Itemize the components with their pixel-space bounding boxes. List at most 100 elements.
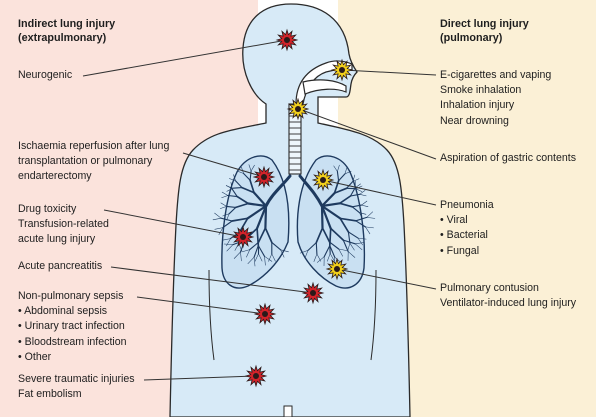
label-line: • Fungal — [440, 244, 480, 257]
bronchus-branch — [355, 188, 363, 192]
label-line: • Bloodstream infection — [18, 335, 127, 348]
bronchus-branch — [253, 244, 259, 258]
label-drug-toxicity: Drug toxicity Transfusion-related acute … — [18, 202, 109, 248]
bronchus-branch — [365, 226, 371, 235]
bronchus-branch — [320, 202, 341, 208]
bronchus-branch — [347, 231, 359, 239]
indirect-heading: Indirect lung injury (extrapulmonary) — [18, 17, 115, 45]
bronchus-branch — [280, 249, 289, 253]
marker-pneumonia — [311, 168, 335, 192]
bronchus-branch — [320, 204, 332, 230]
label-line: • Abdominal sepsis — [18, 305, 108, 318]
bronchus-branch — [317, 256, 325, 263]
label-inhalation-causes: E-cigarettes and vaping Smoke inhalation… — [440, 68, 551, 129]
bronchus-branch — [359, 194, 367, 197]
bronchus-branch — [232, 187, 243, 189]
label-line: Near drowning — [440, 114, 509, 127]
bronchus-branch — [333, 187, 348, 194]
label-pneumonia: Pneumonia • Viral • Bacterial • Fungal — [440, 198, 494, 259]
bronchus-branch — [214, 227, 224, 230]
bronchus-branch — [347, 251, 356, 258]
label-ischaemia-reperfusion: Ischaemia reperfusion after lung transpl… — [18, 139, 169, 185]
bronchus-branch — [264, 256, 266, 266]
label-line: Drug toxicity — [18, 203, 77, 215]
bronchus-branch — [299, 250, 309, 254]
bronchus-branch — [355, 185, 363, 189]
bronchus-branch — [226, 213, 230, 221]
bronchus-branch — [247, 202, 268, 208]
bronchus-branch — [352, 174, 356, 182]
label-line: Severe traumatic injuries — [18, 373, 135, 385]
bronchus-branch — [349, 187, 356, 197]
label-neurogenic: Neurogenic — [18, 68, 72, 83]
label-line: • Urinary tract infection — [18, 320, 125, 333]
marker-lung-ischaemia — [252, 165, 276, 189]
bronchus-branch — [219, 206, 227, 209]
label-line: • Other — [18, 350, 52, 363]
bronchus-branch — [226, 244, 234, 252]
bronchus-branch — [361, 204, 369, 207]
bronchus-branch — [307, 242, 317, 251]
leader-pancreatitis — [110, 266, 314, 294]
marker-trauma — [244, 364, 268, 388]
bronchus-branch — [344, 167, 348, 175]
label-line: E-cigarettes and vaping — [440, 69, 552, 81]
bronchus-branch — [320, 192, 336, 208]
bronchus-branch — [329, 241, 340, 250]
leader-ischaemia — [182, 152, 265, 178]
bronchus-branch — [221, 191, 229, 196]
bronchus-branch — [233, 174, 236, 182]
leader-neurogenic — [82, 39, 288, 77]
bronchus-branch — [329, 253, 335, 261]
bronchus-branch — [342, 239, 356, 245]
label-line: Pneumonia — [440, 199, 494, 211]
bronchus-branch — [315, 242, 318, 255]
bronchus-branch — [249, 179, 255, 194]
bronchus-branch — [246, 204, 268, 220]
marker-sepsis — [253, 302, 277, 326]
label-line: Fat embolism — [18, 388, 82, 401]
bronchus-branch — [220, 202, 227, 207]
bronchus-branch — [249, 170, 252, 181]
bronchus-branch — [329, 227, 345, 241]
bronchus-branch — [349, 242, 355, 251]
bronchus-branch — [237, 170, 244, 174]
bronchus-branch — [321, 227, 331, 243]
bronchus-branch — [254, 253, 259, 262]
label-line: Ischaemia reperfusion after lung — [18, 140, 170, 152]
bronchus-branch — [316, 253, 322, 262]
bronchus-branch — [337, 164, 340, 172]
bronchus-branch — [241, 186, 255, 194]
label-line: Aspiration of gastric contents — [440, 152, 577, 164]
bronchus-branch — [214, 212, 222, 219]
bronchus-branch — [342, 239, 349, 253]
bronchus-branch — [355, 220, 366, 228]
bronchus-branch — [359, 212, 367, 215]
bronchus-branch — [264, 204, 268, 230]
bronchus-branch — [338, 202, 354, 208]
bronchus-branch — [336, 170, 340, 182]
bronchus-branch — [320, 204, 342, 220]
bronchus-branch — [234, 202, 250, 209]
bronchus-branch — [338, 248, 343, 257]
bronchus-branch — [241, 249, 251, 253]
bronchus-branch — [225, 185, 233, 190]
bronchus-branch — [248, 164, 252, 172]
bronchus-branch — [354, 242, 365, 245]
bronchus-branch — [236, 195, 250, 205]
lungs — [212, 155, 376, 289]
bronchus-branch — [357, 237, 363, 246]
label-pulmonary-contusion: Pulmonary contusion Ventilator-induced l… — [440, 281, 576, 311]
bronchus-branch — [231, 217, 249, 222]
leader-contusion — [336, 268, 437, 290]
bronchus-branch — [264, 256, 273, 262]
marker-nose-inhalation — [330, 58, 354, 82]
label-line: endarterectomy — [18, 170, 92, 183]
label-line: • Bacterial — [440, 229, 488, 242]
bronchus-branch — [339, 217, 350, 233]
bronchus-branch — [339, 217, 357, 222]
bronchus-branch — [304, 250, 309, 259]
bronchus-branch — [359, 212, 363, 219]
label-line: acute lung injury — [18, 233, 96, 246]
